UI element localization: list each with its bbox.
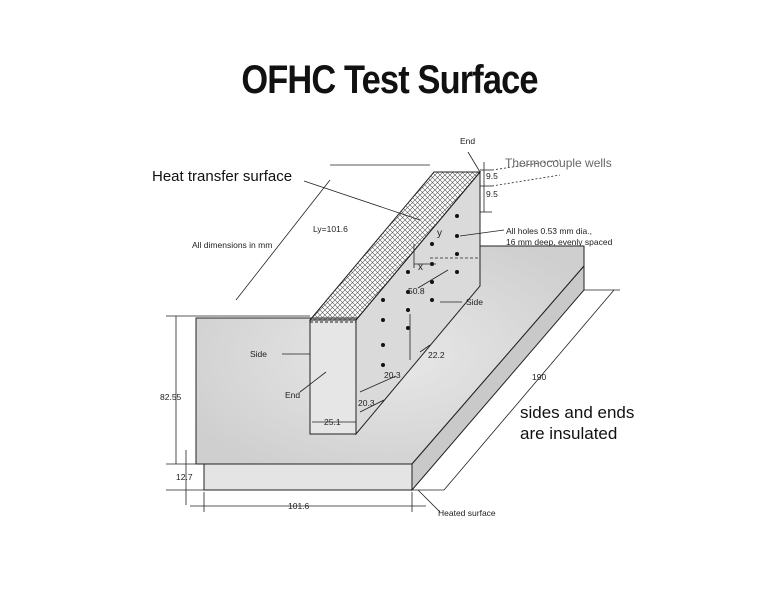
axis-x-label: x [418,262,423,273]
dim-50-8: 50.8 [408,286,425,296]
holes-note-line2: 16 mm deep, evenly spaced [506,237,613,247]
heated-surface-label: Heated surface [438,508,496,518]
dim-190: 190 [532,372,546,382]
dimension-lines [166,151,620,513]
dim-20-3-a: 20.3 [384,370,401,380]
insulated-note-line1: sides and ends [520,403,634,422]
dim-22-2: 22.2 [428,350,445,360]
side-label-right: Side [466,297,483,307]
dim-101-6: 101.6 [288,501,310,511]
insulated-note-line2: are insulated [520,424,617,443]
dim-9-5-b: 9.5 [486,189,498,199]
thermocouple-holes [381,214,459,367]
all-dimensions-note: All dimensions in mm [192,240,272,250]
side-label-left: Side [250,349,267,359]
dim-12-7: 12.7 [176,472,193,482]
base-front-face [203,463,413,491]
fin [308,170,482,436]
dim-25-1: 25.1 [324,417,341,427]
thermocouple-wells-label: Thermocouple wells [505,156,612,170]
end-label-front: End [285,390,300,400]
holes-note-line1: All holes 0.53 mm dia., [506,226,592,236]
end-label-top: End [460,136,475,146]
page-title: OFHC Test Surface [241,58,538,102]
dim-82-55: 82.55 [160,392,182,402]
dim-20-3-b: 20.3 [358,398,375,408]
heat-transfer-surface-label: Heat transfer surface [152,168,292,185]
axis-y-label: y [437,228,442,239]
dim-9-5-a: 9.5 [486,171,498,181]
length-label: Ly=101.6 [313,224,348,234]
